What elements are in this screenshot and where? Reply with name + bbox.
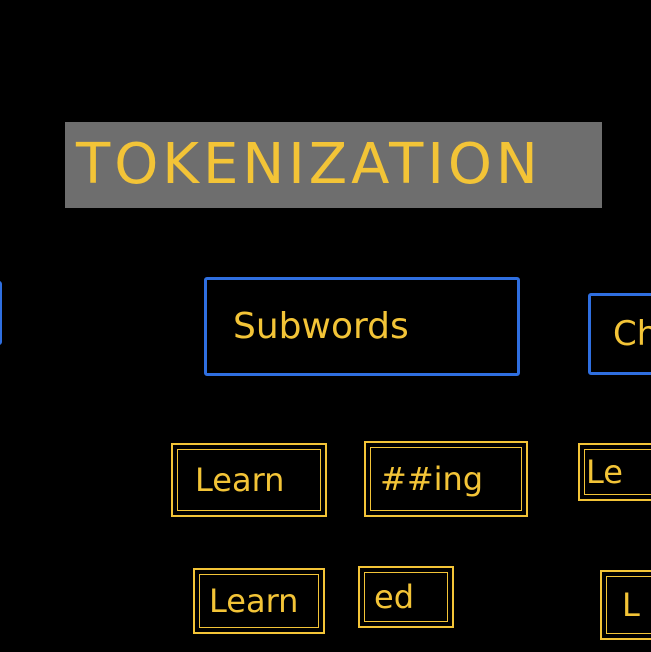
token-ed-label: ed — [374, 578, 414, 616]
token-partial-right-2-label: L — [622, 586, 640, 624]
token-learn-2: Learn — [193, 568, 325, 634]
diagram-title: TOKENIZATION — [76, 132, 542, 197]
node-characters-label: Ch — [613, 314, 651, 354]
token-ed: ed — [358, 566, 454, 628]
token-learn-1-label: Learn — [195, 461, 285, 499]
token-partial-right-1-label: Le — [586, 453, 623, 491]
title-highlight — [65, 122, 602, 208]
token-learn-1: Learn — [171, 443, 327, 517]
token-learn-2-label: Learn — [209, 582, 299, 620]
offscreen-left-node — [0, 281, 2, 345]
node-subwords-label: Subwords — [233, 306, 409, 347]
token-partial-right-1: Le — [578, 443, 651, 501]
node-subwords: Subwords — [204, 277, 520, 376]
token-partial-right-2: L — [600, 570, 651, 640]
token-ing-label: ##ing — [380, 460, 484, 498]
node-characters-partial: Ch — [588, 293, 651, 375]
token-ing: ##ing — [364, 441, 528, 517]
